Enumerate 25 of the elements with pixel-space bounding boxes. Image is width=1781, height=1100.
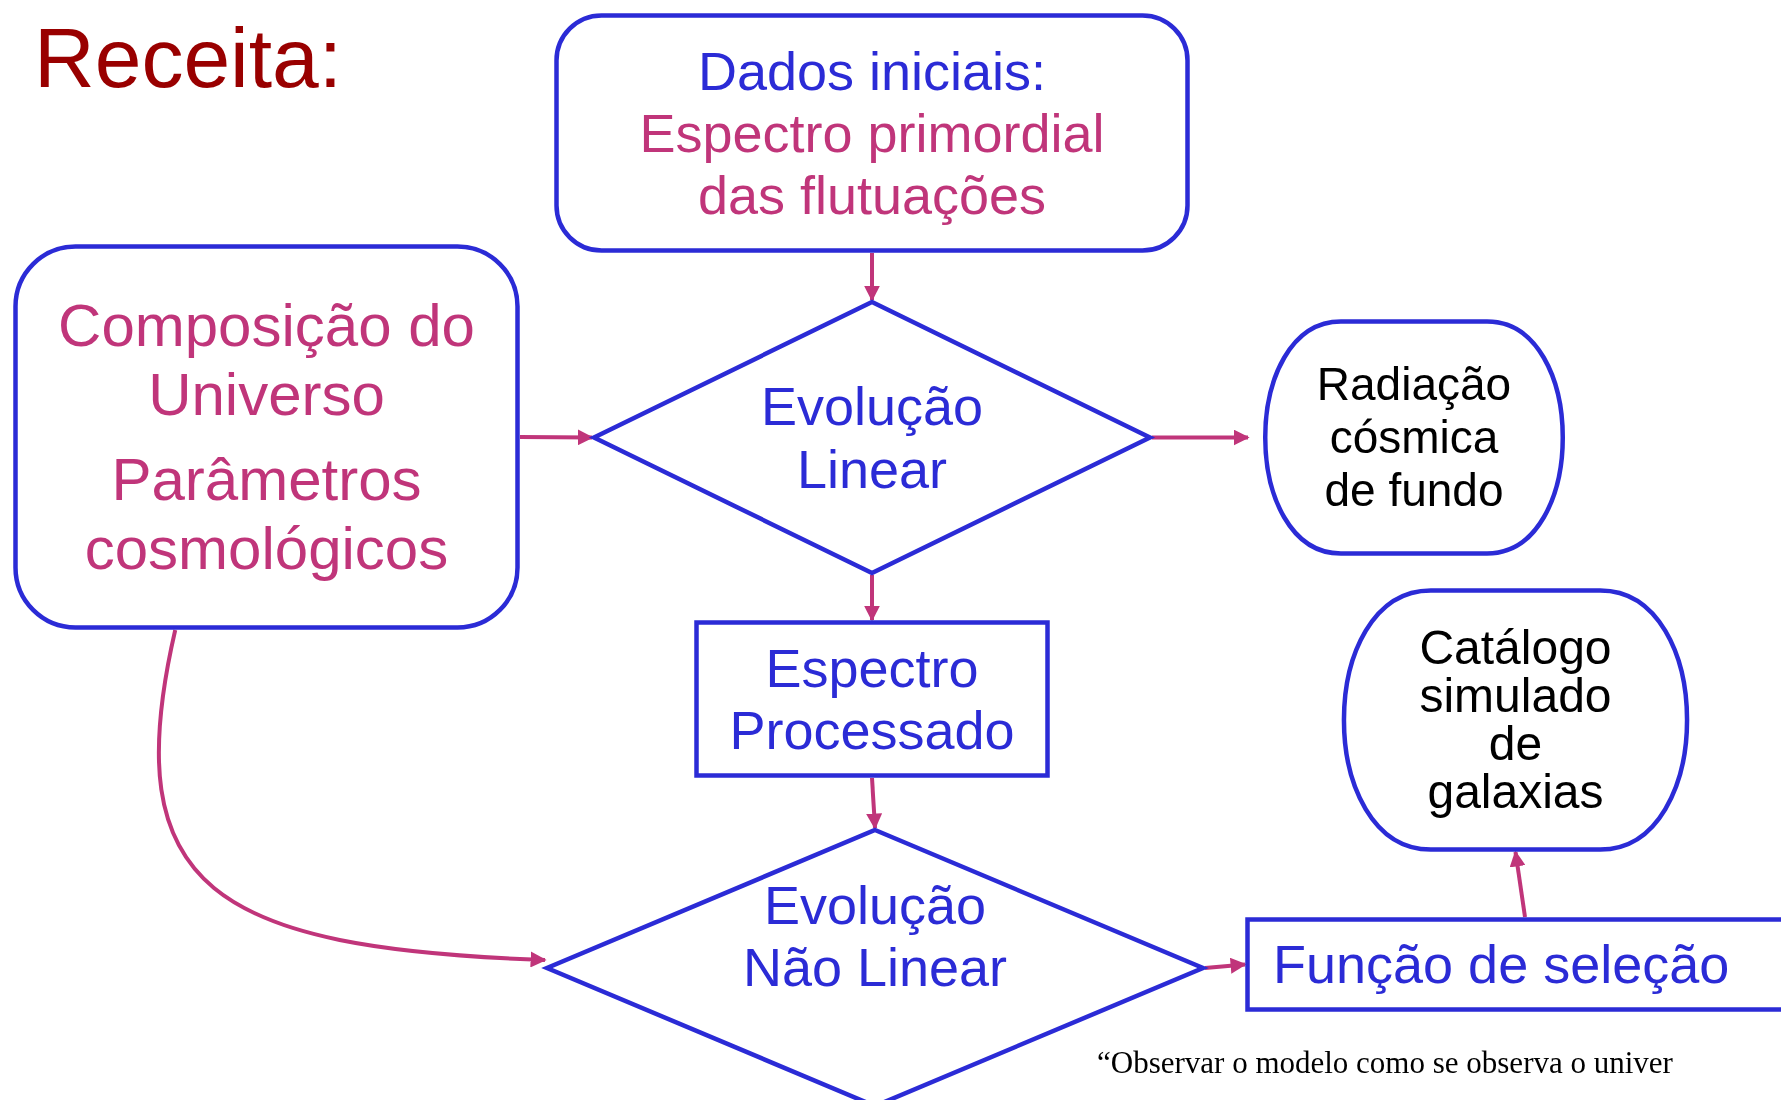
arrow	[864, 575, 880, 622]
title: Receita:	[34, 10, 343, 107]
node-heading: Composição do Universo	[57, 291, 476, 429]
start-box	[554, 13, 1190, 253]
arrow	[1204, 957, 1247, 974]
arrow	[864, 253, 880, 302]
arrow	[520, 429, 594, 446]
arrow	[157, 629, 547, 968]
node-heading: Dados iniciais:	[697, 39, 1047, 102]
node-label: Evolução Não Linear	[741, 873, 1009, 999]
node-label: Espectro primordial das flutuações	[638, 101, 1106, 227]
arrow	[866, 777, 883, 830]
node-label: Parâmetros cosmológicos	[83, 445, 450, 583]
node-label: Radiação cósmica de fundo	[1315, 358, 1513, 517]
quote-text: “Observar o modelo como se observa o univer	[1097, 1045, 1673, 1081]
node-label: Espectro Processado	[728, 636, 1016, 762]
node-label: Catálogo simulado de galaxias	[1418, 624, 1613, 816]
process-box	[1245, 917, 1781, 1012]
arrow	[1152, 429, 1250, 446]
process-box	[694, 620, 1050, 778]
arrow	[1509, 850, 1527, 918]
node-label: Evolução Linear	[759, 375, 985, 500]
input-box	[13, 244, 520, 630]
node-label: Função de seleção	[1273, 933, 1730, 996]
decision-diamond	[592, 300, 1152, 575]
